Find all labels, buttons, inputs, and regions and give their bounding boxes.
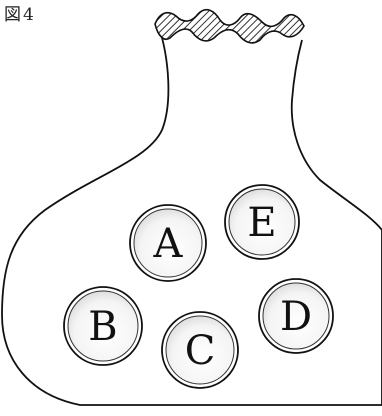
ball-e: E	[225, 185, 299, 259]
ball-a: A	[130, 205, 206, 281]
ball-b: B	[64, 287, 142, 365]
ball-label: E	[247, 200, 276, 246]
ball-c: C	[162, 312, 238, 388]
flask-opening	[155, 10, 304, 43]
ball-label: A	[153, 221, 184, 267]
ball-label: B	[88, 304, 117, 350]
ball-d: D	[259, 279, 333, 353]
ball-label: D	[280, 294, 312, 340]
figure-label: 図4	[4, 0, 36, 25]
ball-label: C	[185, 328, 216, 374]
